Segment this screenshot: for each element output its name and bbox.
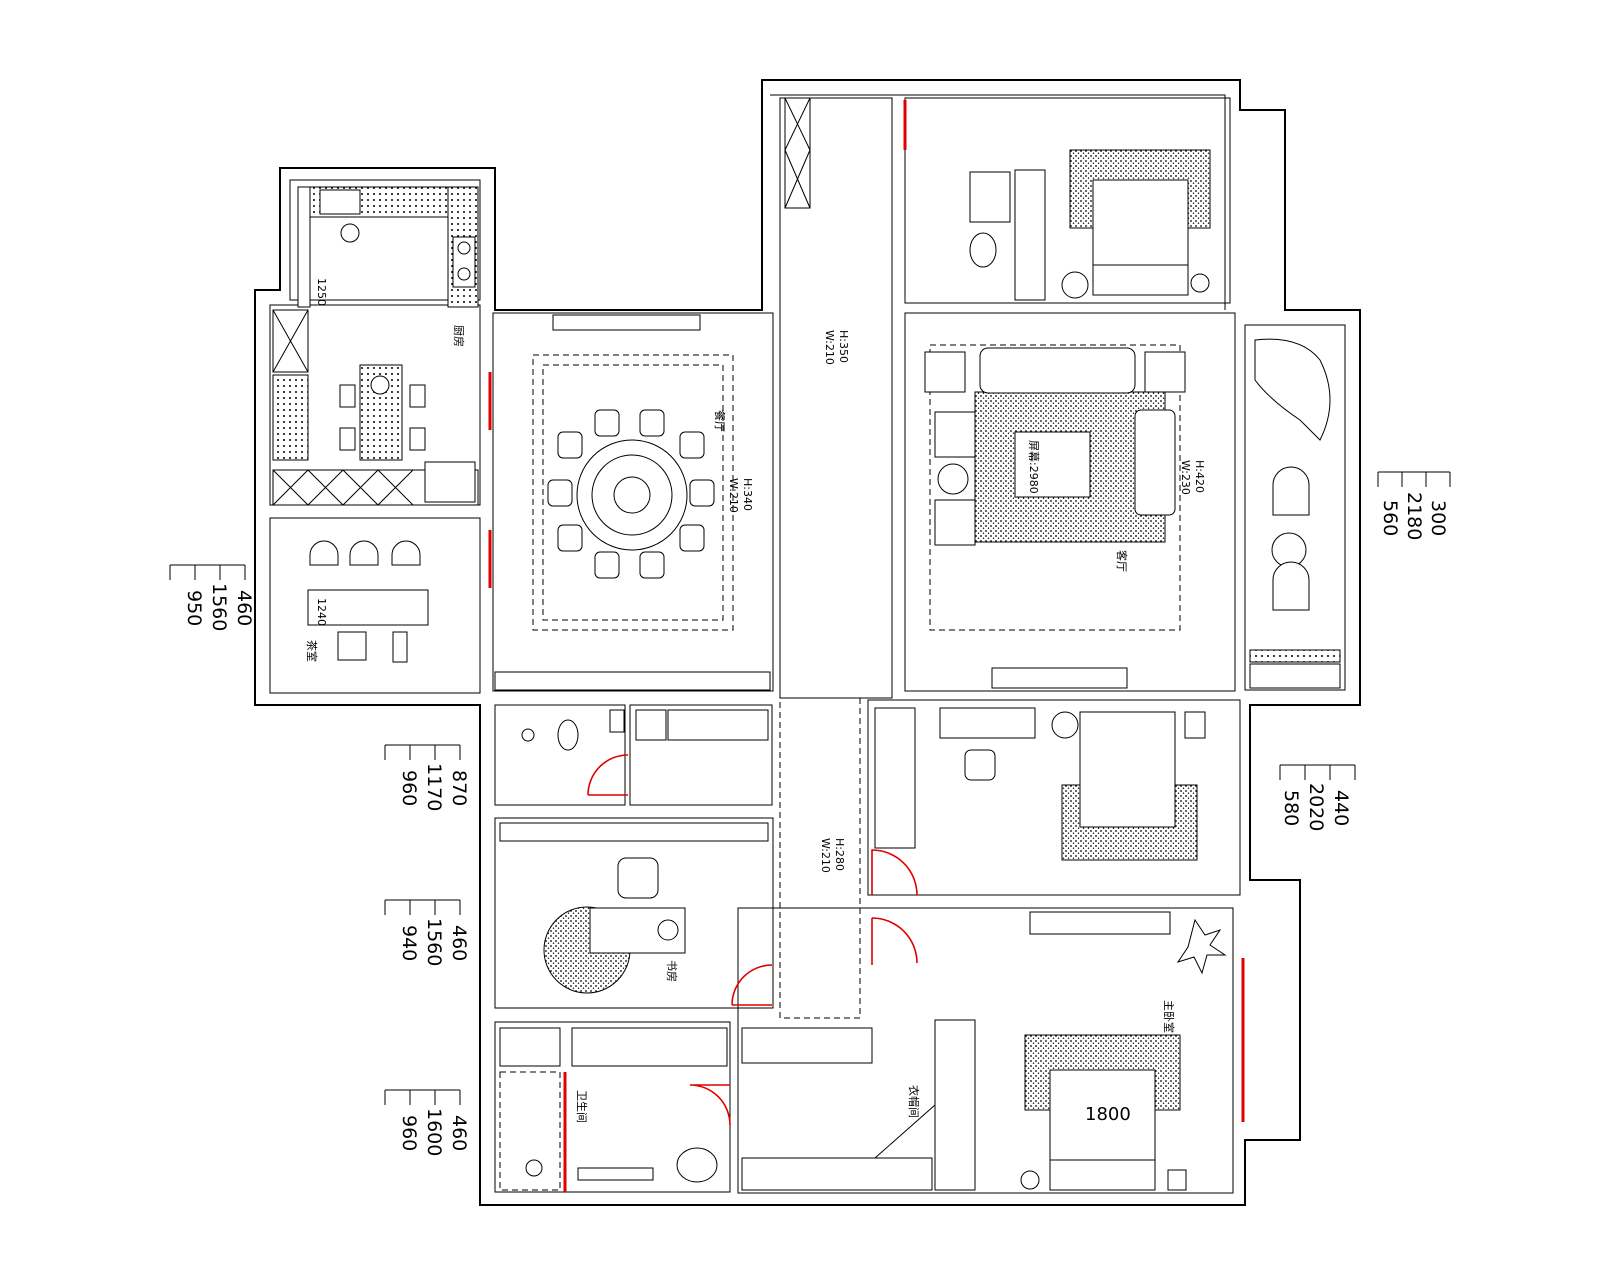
dim-living-300: 300 bbox=[1427, 500, 1449, 536]
study-label: 书房 bbox=[665, 960, 678, 982]
bath-label: 卫生间 bbox=[575, 1090, 589, 1123]
master-suite: 衣帽间 1800 主卧室 bbox=[741, 911, 1245, 1191]
dim-tea-left: 460 1560 950 bbox=[169, 564, 255, 631]
kitchen-label: 厨房 bbox=[452, 325, 465, 347]
kitchen: 1250 厨房 bbox=[272, 186, 479, 506]
corridor-mid-w: W:210 bbox=[819, 838, 832, 873]
dim-study-940: 940 bbox=[398, 925, 420, 961]
corridor-mid-h: H:280 bbox=[833, 838, 846, 871]
utility-rooms bbox=[521, 709, 769, 796]
tv-label: 屏幕:2980 bbox=[1027, 440, 1041, 494]
dim-bed-580: 580 bbox=[1280, 790, 1302, 826]
bed-width-text: 1800 bbox=[1085, 1104, 1131, 1125]
corridor-top-h: H:350 bbox=[837, 330, 850, 363]
dim-study-460: 460 bbox=[448, 925, 470, 961]
dim-tea-460: 460 bbox=[233, 590, 255, 626]
dim-bed-2020: 2020 bbox=[1305, 783, 1327, 831]
balcony bbox=[1249, 338, 1341, 689]
tea-table-text: 1240 bbox=[315, 598, 328, 626]
dim-study-left: 460 1560 940 bbox=[384, 899, 470, 966]
dim-study-1560: 1560 bbox=[423, 918, 445, 966]
tea-room: 1240 茶室 bbox=[305, 540, 429, 663]
dim-bath2-960: 960 bbox=[398, 1115, 420, 1151]
dining-opening-h: H:340 bbox=[741, 478, 754, 511]
interior-walls bbox=[269, 97, 1346, 1194]
dining-label: 餐厅 bbox=[713, 410, 727, 432]
dining-room: 餐厅 H:340 W:210 bbox=[488, 314, 771, 691]
living-room: 屏幕:2980 H:420 W:230 客厅 bbox=[924, 344, 1206, 689]
dim-tea-1560: 1560 bbox=[208, 583, 230, 631]
study: 书房 bbox=[499, 822, 773, 1006]
dim-bed-440: 440 bbox=[1330, 790, 1352, 826]
bedroom-mid bbox=[871, 707, 1206, 896]
dim-bath2-1600: 1600 bbox=[423, 1108, 445, 1156]
tea-label: 茶室 bbox=[305, 640, 319, 662]
living-opening-h: H:420 bbox=[1193, 460, 1206, 493]
bathroom-bottom: 卫生间 bbox=[499, 1027, 731, 1192]
dim-bath2-left: 460 1600 960 bbox=[384, 1089, 470, 1156]
dim-bedroom-right: 440 2020 580 bbox=[1279, 764, 1356, 831]
dining-chairs bbox=[547, 409, 715, 579]
bedroom-top bbox=[903, 100, 1211, 301]
kitchen-width-text: 1250 bbox=[315, 278, 328, 306]
window-dimensions: 300 2180 560 460 1560 950 870 1170 960 4… bbox=[169, 471, 1451, 1156]
dim-bath-1170: 1170 bbox=[423, 763, 445, 811]
dim-bath2-460: 460 bbox=[448, 1115, 470, 1151]
dim-bath-960: 960 bbox=[398, 770, 420, 806]
dim-bath-870: 870 bbox=[448, 770, 470, 806]
dim-living-right: 300 2180 560 bbox=[1377, 471, 1451, 540]
dining-opening-w: W:210 bbox=[727, 478, 740, 513]
master-label: 主卧室 bbox=[1162, 1000, 1176, 1033]
living-label: 客厅 bbox=[1115, 550, 1129, 572]
dim-tea-950: 950 bbox=[183, 590, 205, 626]
outer-walls bbox=[254, 79, 1361, 1206]
dim-living-2180: 2180 bbox=[1403, 492, 1425, 540]
corridor: H:350 W:210 H:280 W:210 bbox=[784, 97, 850, 873]
dim-bath-left: 870 1170 960 bbox=[384, 744, 470, 811]
dim-living-560: 560 bbox=[1379, 500, 1401, 536]
closet-label: 衣帽间 bbox=[907, 1085, 921, 1118]
corridor-top-w: W:210 bbox=[823, 330, 836, 365]
living-opening-w: W:230 bbox=[1179, 460, 1192, 495]
